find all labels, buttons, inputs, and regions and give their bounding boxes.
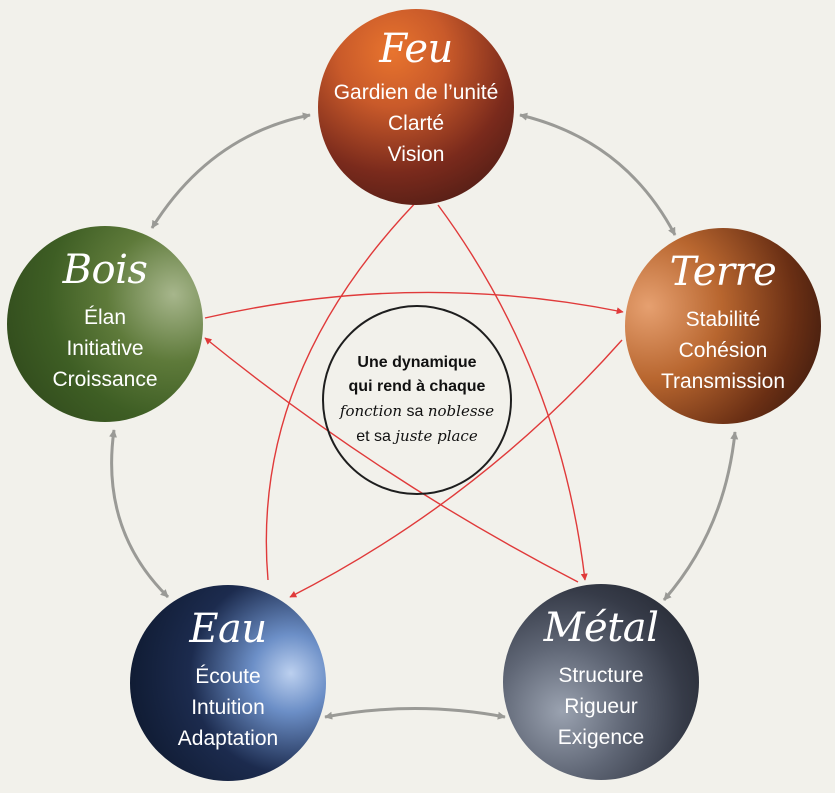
element-bois: Bois Élan Initiative Croissance bbox=[7, 226, 203, 422]
element-traits: Stabilité Cohésion Transmission bbox=[625, 304, 821, 397]
control-arrow-bois-terre bbox=[204, 291, 624, 319]
element-traits: Écoute Intuition Adaptation bbox=[130, 661, 326, 754]
center-word-et-sa: et sa bbox=[356, 428, 396, 445]
element-trait: Structure bbox=[558, 664, 644, 687]
cycle-arrow-eau-bois bbox=[109, 429, 170, 599]
element-traits: Élan Initiative Croissance bbox=[7, 302, 203, 395]
center-line-1: Une dynamique bbox=[357, 354, 477, 371]
element-trait: Adaptation bbox=[177, 727, 279, 750]
cycle-arrow-feu-terre bbox=[519, 112, 677, 236]
element-trait: Exigence bbox=[557, 726, 645, 749]
center-line-4: et sa juste place bbox=[356, 424, 477, 449]
element-trait: Écoute bbox=[195, 665, 261, 688]
element-name: Bois bbox=[62, 247, 148, 293]
element-eau: Eau Écoute Intuition Adaptation bbox=[130, 585, 326, 781]
cycle-arrow-metal-eau bbox=[324, 707, 506, 720]
control-arrow-eau-feu bbox=[265, 192, 426, 581]
cycle-arrow-terre-metal bbox=[662, 431, 739, 601]
element-name: Métal bbox=[543, 605, 659, 651]
center-line-3: fonction sa noblesse bbox=[340, 399, 494, 424]
center-statement: Une dynamique qui rend à chaque fonction… bbox=[322, 305, 512, 495]
element-trait: Initiative bbox=[66, 337, 144, 360]
element-trait: Croissance bbox=[52, 368, 158, 391]
center-word-juste-place: juste place bbox=[395, 427, 478, 445]
element-name: Eau bbox=[189, 606, 267, 652]
element-trait: Gardien de l’unité bbox=[333, 81, 499, 104]
cycle-arrow-bois-feu bbox=[150, 112, 311, 229]
element-trait: Intuition bbox=[191, 696, 265, 719]
element-trait: Stabilité bbox=[685, 308, 761, 331]
element-trait: Transmission bbox=[660, 370, 786, 393]
element-traits: Gardien de l’unité Clarté Vision bbox=[318, 77, 514, 170]
center-word-noblesse: noblesse bbox=[427, 402, 495, 420]
element-trait: Élan bbox=[83, 306, 127, 329]
element-trait: Clarté bbox=[387, 112, 445, 135]
center-line-2: qui rend à chaque bbox=[348, 378, 486, 395]
element-trait: Vision bbox=[387, 143, 445, 166]
element-name: Terre bbox=[669, 249, 777, 295]
element-terre: Terre Stabilité Cohésion Transmission bbox=[625, 228, 821, 424]
control-arrow-terre-eau bbox=[289, 339, 623, 598]
element-metal: Métal Structure Rigueur Exigence bbox=[503, 584, 699, 780]
center-word-fonction: fonction bbox=[339, 402, 403, 420]
element-trait: Rigueur bbox=[564, 695, 638, 718]
element-feu: Feu Gardien de l’unité Clarté Vision bbox=[318, 9, 514, 205]
element-trait: Cohésion bbox=[678, 339, 768, 362]
element-traits: Structure Rigueur Exigence bbox=[503, 660, 699, 753]
center-word-sa: sa bbox=[402, 403, 428, 420]
control-arrow-feu-metal bbox=[437, 204, 588, 581]
element-name: Feu bbox=[379, 26, 453, 72]
corner-mark: " bbox=[821, 0, 825, 3]
